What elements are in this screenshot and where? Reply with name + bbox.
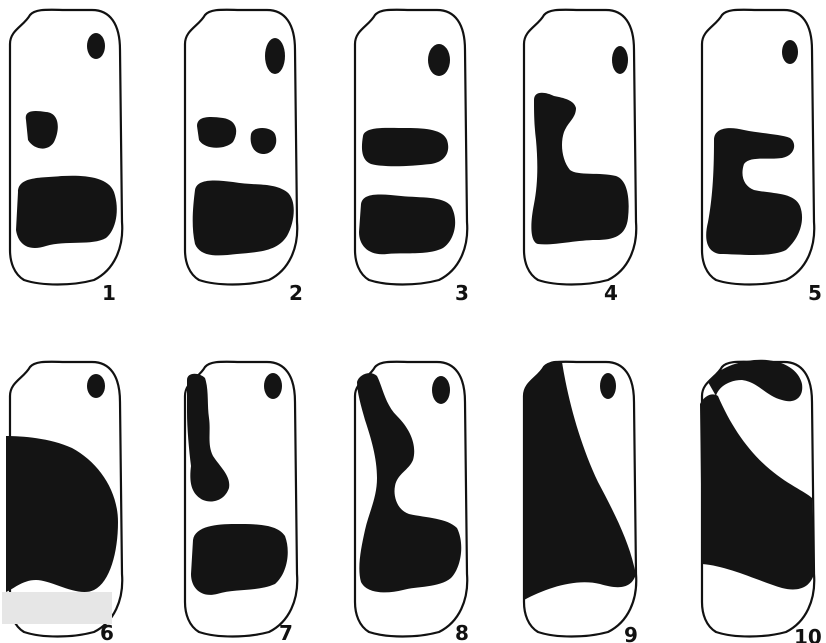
panel-2: 2 [185, 10, 303, 305]
faded-edge [2, 592, 112, 624]
panel-3: 3 [355, 10, 469, 305]
panel-4: 4 [524, 10, 636, 305]
fore-patch-right [251, 128, 277, 154]
eye-spot [264, 373, 282, 399]
eye-spot [87, 33, 105, 59]
panel-10: 10 [700, 360, 822, 643]
panel-number: 2 [289, 281, 303, 305]
panel-number: 4 [604, 281, 618, 305]
panel-number: 9 [624, 623, 638, 643]
panel-number: 1 [102, 281, 116, 305]
eye-spot [600, 373, 616, 399]
eye-spot [87, 374, 105, 398]
panel-number: 7 [279, 621, 293, 643]
hind-band [193, 180, 294, 255]
panel-5: 5 [702, 10, 822, 305]
panel-number: 10 [794, 625, 822, 643]
eye-spot [428, 44, 450, 76]
panel-6: 6 [2, 362, 122, 643]
fore-patch-left [197, 117, 236, 148]
fore-patch [26, 111, 58, 149]
mid-band [362, 128, 448, 166]
panel-7: 7 [185, 362, 297, 643]
panel-number: 5 [808, 281, 822, 305]
hind-band [191, 524, 288, 595]
panel-number: 6 [100, 621, 114, 643]
panel-number: 8 [455, 621, 469, 643]
eye-spot [782, 40, 798, 64]
hind-band [16, 176, 117, 248]
panel-number: 3 [455, 281, 469, 305]
panel-9: 9 [524, 361, 638, 643]
hind-band [359, 194, 455, 254]
panel-8: 8 [355, 362, 469, 643]
eye-spot [612, 46, 628, 74]
eye-spot [265, 38, 285, 74]
eye-spot [432, 376, 450, 404]
panel-1: 1 [10, 10, 122, 305]
